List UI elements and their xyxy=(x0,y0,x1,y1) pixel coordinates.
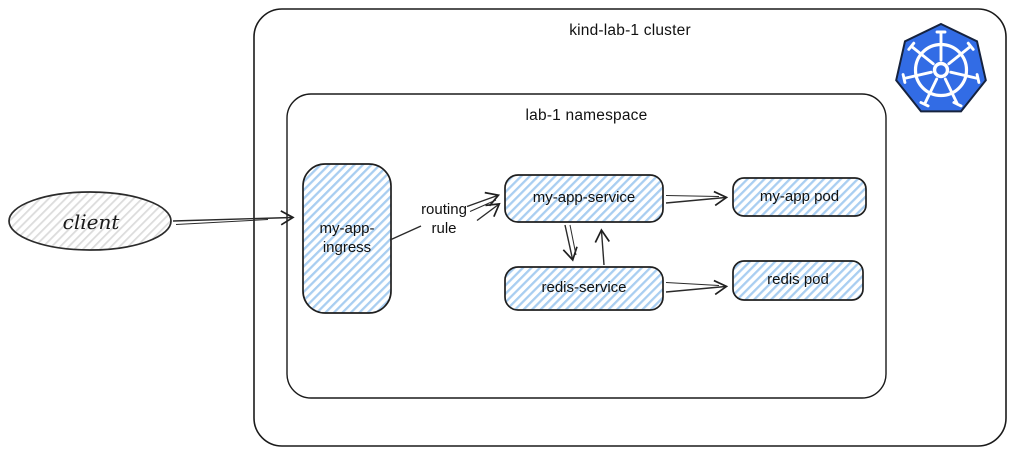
edge-client-to-ingress-sketch-stroke xyxy=(175,219,269,225)
edge-client-to-ingress xyxy=(172,210,295,226)
edge-redis-service-to-my-app-service xyxy=(594,228,610,266)
edge-redis-service-to-redis-pod xyxy=(665,279,729,296)
redis-pod-node-shape xyxy=(732,260,864,301)
edge-service-down-sketch-stroke xyxy=(569,224,577,256)
ingress-node-shape xyxy=(302,163,392,314)
kubernetes-heptagon xyxy=(895,22,987,113)
namespace-boundary xyxy=(286,93,887,399)
client-node-shape xyxy=(8,191,172,251)
my-app-pod-node-shape xyxy=(732,177,867,217)
edge-ingress-to-routing-rule xyxy=(389,225,422,241)
my-app-service-node-shape xyxy=(504,174,664,223)
edge-routing-rule-to-my-app-service-top xyxy=(466,191,501,208)
edge-my-app-service-to-my-app-pod-sketch-stroke xyxy=(665,195,720,197)
kubernetes-icon xyxy=(895,22,987,113)
kubernetes-wheel-spokes xyxy=(901,30,981,108)
redis-service-node-shape xyxy=(504,266,664,311)
edge-routing-rule-sketch-stroke xyxy=(469,199,497,212)
kubernetes-wheel-hub xyxy=(932,61,950,79)
edges-group xyxy=(172,190,729,296)
edge-my-app-service-to-my-app-pod xyxy=(665,190,729,207)
edge-routing-rule-to-my-app-service-bottom xyxy=(476,202,501,222)
edge-my-app-service-to-redis-service xyxy=(562,224,578,262)
edge-redis-service-to-redis-pod-sketch-stroke xyxy=(665,282,720,286)
